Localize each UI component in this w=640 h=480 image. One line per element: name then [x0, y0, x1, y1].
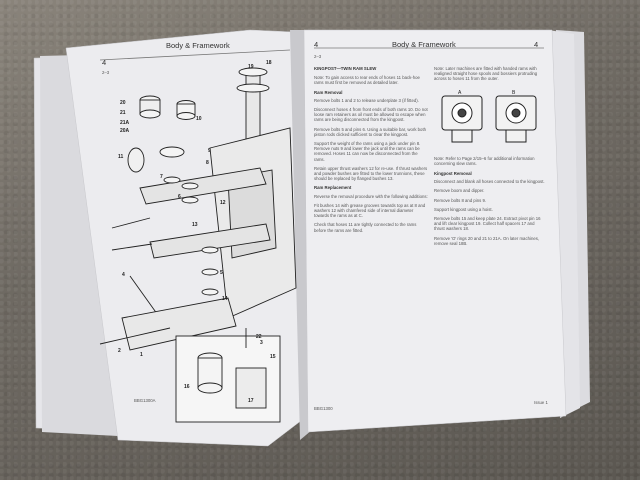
callout-8: 8: [206, 160, 209, 166]
ram-removal-step: Disconnect hoses 4 from front ends of bo…: [314, 107, 428, 123]
callout-20a: 20A: [120, 128, 130, 134]
right-footer-code-left: BBG1300: [314, 406, 333, 411]
callout-16: 16: [184, 384, 190, 390]
callout-20: 20: [120, 100, 126, 106]
ram-end-figures: A B: [441, 90, 537, 143]
left-page-title: Body & Framework: [166, 41, 230, 50]
ram-replacement-heading: Ram Replacement: [314, 185, 352, 191]
kingpost-removal-step: Remove bolts 15 and keep plate 24. Extra…: [434, 216, 541, 232]
callout-5: 5: [220, 270, 223, 276]
right-right-column: Note: Later machines are fitted with han…: [434, 66, 546, 250]
callout-18: 18: [266, 60, 272, 66]
right-left-column: KINGPOST—TWIN RAM SLEW Note: To gain acc…: [314, 66, 428, 237]
kingpost-removal-heading: Kingpost Removal: [434, 171, 472, 177]
callout-15: 15: [270, 354, 276, 360]
figure-note: Note: Refer to Page 2/15–6 for additiona…: [434, 155, 535, 166]
ram-removal-heading: Ram Removal: [314, 89, 343, 95]
callout-9: 9: [208, 148, 211, 154]
callout-6: 6: [178, 194, 181, 200]
later-machines-note: Note: Later machines are fitted with han…: [434, 66, 538, 82]
callout-17: 17: [248, 398, 254, 404]
ram-replacement-step: Check that hoses 11 are tightly connecte…: [314, 222, 417, 233]
ram-removal-step: Retain upper thrust washers 12 for re-us…: [314, 165, 428, 182]
callout-4: 4: [122, 272, 125, 278]
kingpost-removal-step: Remove boom and dipper.: [434, 188, 485, 194]
right-page-number-left: 4: [314, 40, 319, 49]
left-page-number: 4: [102, 58, 107, 67]
callout-12: 12: [220, 200, 226, 206]
callout-13: 13: [192, 222, 198, 228]
section-title: KINGPOST—TWIN RAM SLEW: [314, 66, 377, 71]
right-page-number-right: 4: [534, 40, 539, 49]
callout-10: 10: [196, 116, 202, 122]
figure-label-a: A: [458, 90, 462, 96]
right-section-ref: 2–3: [314, 54, 322, 59]
ram-removal-step: Remove bolts 5 and pins 6. Using a suita…: [314, 126, 427, 137]
callout-11: 11: [118, 154, 124, 160]
ram-replacement-step: Fit bushes 14 with grease grooves toward…: [314, 202, 426, 219]
kingpost-removal-step: Remove bolts 8 and pins 9.: [434, 197, 487, 203]
ram-removal-step: Remove bolts 1 and 2 to release underpla…: [314, 97, 419, 103]
callout-7: 7: [160, 174, 163, 180]
kingpost-removal-step: Support kingpost using a hoist.: [434, 206, 493, 212]
ram-replacement-step: Reverse the removal procedure with the f…: [314, 193, 428, 199]
callout-3: 3: [260, 340, 263, 346]
callout-2: 2: [118, 348, 121, 354]
diagram-callouts: 19 18 20 21 21A 20A 11 10 9 8 7 6 5 4 3 …: [118, 60, 276, 404]
ram-removal-step: Support the weight of the rams using a j…: [314, 141, 421, 162]
kingpost-removal-step: Remove 'O' rings 20 and 21 to 21A. On la…: [434, 235, 540, 246]
callout-19: 19: [248, 64, 254, 70]
right-page-title: Body & Framework: [392, 40, 456, 49]
callout-21a: 21A: [120, 120, 130, 126]
right-footer-code-right: Issue 1: [534, 400, 548, 405]
left-section-ref: 2–3: [102, 70, 110, 75]
figure-label-b: B: [512, 90, 516, 96]
callout-14: 14: [222, 296, 228, 302]
left-page: Body & Framework 4 2–3 BBG1300A: [60, 28, 304, 448]
callout-1: 1: [140, 352, 143, 358]
left-footer-code: BBG1300A: [134, 398, 156, 403]
right-page: 4 Body & Framework 4 2–3 KINGPOST—TWIN R…: [306, 28, 560, 432]
kingpost-removal-step: Disconnect and blank all hoses connected…: [434, 179, 545, 185]
callout-22: 22: [256, 334, 262, 340]
exploded-kingpost-diagram: 19 18 20 21 21A 20A 11 10 9 8 7 6 5 4 3 …: [99, 60, 297, 423]
intro-note: Note: To gain access to rear ends of hos…: [314, 75, 420, 86]
callout-21: 21: [120, 110, 126, 116]
